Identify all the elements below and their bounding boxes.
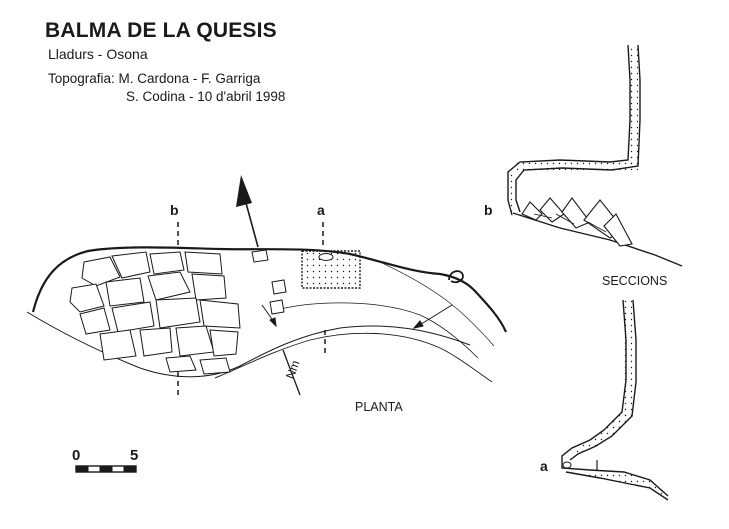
plan-label: PLANTA [355, 400, 403, 414]
section-b-blocks [521, 197, 633, 247]
section-b-profile [507, 44, 631, 216]
slope-arrow-icon [261, 304, 453, 329]
cave-outline [31, 246, 508, 333]
north-arrow-icon [236, 175, 259, 248]
section-a-view [561, 299, 669, 501]
survey-credits: Topografia: M. Cardona - F. Garriga S. C… [48, 70, 285, 106]
section-a-profile [561, 299, 669, 497]
credits-line-1: Topografia: M. Cardona - F. Garriga [48, 71, 261, 86]
map-title: BALMA DE LA QUESIS [45, 19, 277, 42]
scale-bar [75, 465, 137, 473]
breakdown-blocks [69, 249, 287, 375]
section-a-label: a [540, 458, 548, 474]
section-b-label: b [484, 202, 493, 218]
scale-start-label: 0 [72, 447, 81, 464]
map-location: Lladurs - Osona [48, 46, 148, 62]
plan-section-a-label: a [317, 202, 325, 218]
section-b-view [507, 44, 683, 267]
credits-line-2: S. Codina - 10 d'abril 1998 [126, 89, 286, 104]
plan-section-b-label: b [170, 202, 179, 218]
scale-end-label: 5 [130, 447, 139, 464]
plan-view [26, 175, 508, 396]
floor-edge [26, 311, 471, 378]
magnetic-north-line [282, 349, 301, 396]
sections-label: SECCIONS [602, 274, 668, 288]
